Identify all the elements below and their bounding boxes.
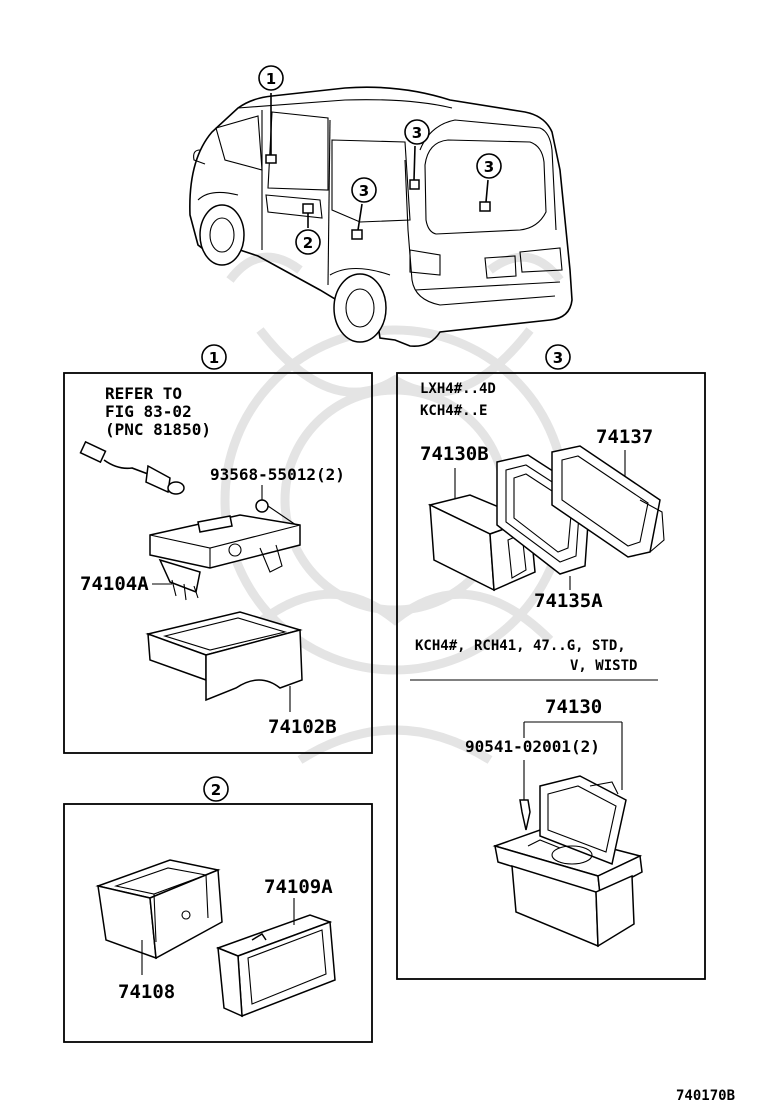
refer-line-3: (PNC 81850) xyxy=(105,420,211,439)
screw-label: 93568-55012(2) xyxy=(210,465,345,484)
diagram-code: 740170B xyxy=(676,1088,735,1104)
drawer-74109A xyxy=(215,914,336,1018)
lamp-wire xyxy=(79,440,185,495)
van-callouts: 1 2 3 3 3 xyxy=(258,65,502,255)
watermark-emblem xyxy=(220,252,570,764)
van-illustration xyxy=(189,86,573,348)
svg-text:1: 1 xyxy=(266,70,276,88)
model-line-2: KCH4#..E xyxy=(420,403,487,419)
housing-74108 xyxy=(95,859,223,960)
part-74135A: 74135A xyxy=(534,590,603,612)
screw-label-2: 90541-02001(2) xyxy=(465,737,600,756)
frame-74137 xyxy=(551,445,665,558)
part-74104A: 74104A xyxy=(80,573,149,595)
part-74102B: 74102B xyxy=(268,716,337,738)
model-line-4: V, WISTD xyxy=(570,658,637,674)
svg-text:3: 3 xyxy=(359,182,369,200)
panel-2: 2 74108 74109A xyxy=(63,776,373,1043)
part-74109A: 74109A xyxy=(264,876,333,898)
ashtray-74102B xyxy=(145,611,303,702)
part-74130: 74130 xyxy=(545,696,602,718)
model-line-1: LXH4#..4D xyxy=(420,381,496,397)
svg-text:2: 2 xyxy=(303,234,313,252)
ashtray-74130 xyxy=(492,775,643,948)
svg-text:3: 3 xyxy=(412,124,422,142)
part-74137: 74137 xyxy=(596,426,653,448)
holder-bracket xyxy=(149,514,301,601)
svg-text:1: 1 xyxy=(209,349,219,367)
panel-3: 3 LXH4#..4D KCH4#..E 74130B 74137 74135A xyxy=(396,344,706,980)
part-74130B: 74130B xyxy=(420,443,489,465)
part-74108: 74108 xyxy=(118,981,175,1003)
model-line-3: KCH4#, RCH41, 47..G, STD, xyxy=(415,638,626,654)
refer-line-2: FIG 83-02 xyxy=(105,402,192,421)
svg-text:3: 3 xyxy=(553,349,563,367)
refer-line-1: REFER TO xyxy=(105,384,182,403)
panel-1: 1 REFER TO FIG 83-02 (PNC 81850) 93568-5… xyxy=(63,344,373,754)
svg-text:3: 3 xyxy=(484,158,494,176)
svg-text:2: 2 xyxy=(211,781,221,799)
